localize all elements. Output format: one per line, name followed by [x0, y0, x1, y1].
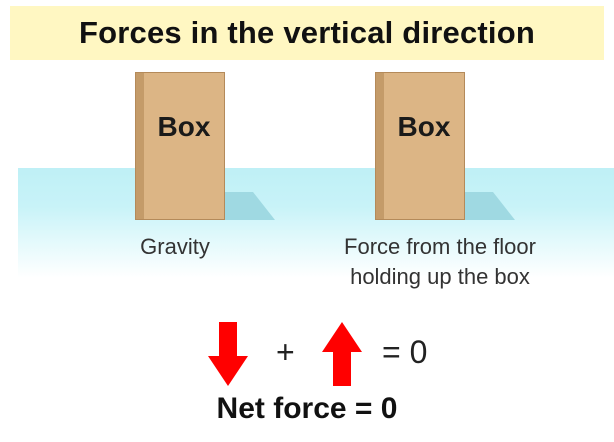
- equation-plus: +: [276, 334, 295, 370]
- title-banner: Forces in the vertical direction: [10, 6, 604, 60]
- box-left-label: Box: [157, 111, 211, 142]
- box-right-body: Box: [375, 72, 465, 220]
- diagram-title: Forces in the vertical direction: [78, 15, 536, 50]
- box-left-body: Box: [135, 72, 225, 220]
- box-left: Box: [135, 72, 275, 222]
- floor-surface: [18, 168, 614, 278]
- equation-equals-zero: = 0: [382, 334, 428, 370]
- arrow-up-icon: [322, 322, 362, 386]
- arrow-down-icon: [208, 322, 248, 386]
- box-right-label: Box: [397, 111, 451, 142]
- box-left-shadow: [225, 192, 275, 220]
- net-force-label: Net force = 0: [216, 392, 398, 425]
- caption-gravity: Gravity: [105, 232, 245, 262]
- caption-floor-force-line2: holding up the box: [350, 264, 530, 289]
- box-right-shadow: [465, 192, 515, 220]
- caption-floor-force: Force from the floor holding up the box: [290, 232, 590, 292]
- box-right: Box: [375, 72, 515, 222]
- caption-floor-force-line1: Force from the floor: [344, 234, 536, 259]
- caption-gravity-text: Gravity: [140, 234, 210, 259]
